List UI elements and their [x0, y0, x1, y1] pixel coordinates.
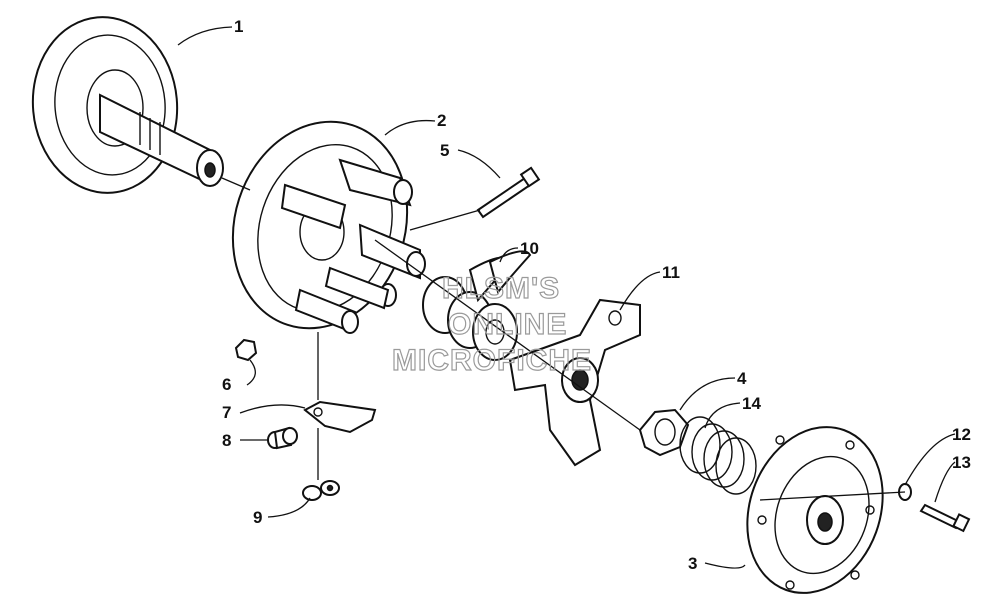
callout-2: 2: [437, 111, 446, 130]
callout-1: 1: [234, 17, 243, 36]
part-3-cover: [746, 426, 884, 594]
watermark: HLSM'S ONLINE MICROFICHE: [391, 271, 592, 377]
callout-5: 5: [440, 141, 449, 160]
callout-7: 7: [222, 403, 231, 422]
callout-12: 12: [952, 425, 971, 444]
part-4-nut: [638, 408, 690, 457]
callout-labels: 1 2 3 4 5 6 7 8 9 10 11 12 13 14: [222, 17, 971, 573]
leader-lines: [177, 26, 956, 569]
part-2-housing: [231, 120, 426, 334]
part-7-arm: [303, 400, 377, 434]
callout-10: 10: [520, 239, 539, 258]
callout-9: 9: [253, 508, 262, 527]
callout-13: 13: [952, 453, 971, 472]
part-9-washers: [302, 480, 340, 501]
watermark-line-2: ONLINE: [448, 308, 567, 341]
callout-6: 6: [222, 375, 231, 394]
part-5-bolt: [476, 166, 541, 219]
callout-14: 14: [742, 394, 761, 413]
callout-3: 3: [688, 554, 697, 573]
callout-4: 4: [737, 369, 747, 388]
watermark-line-1: HLSM'S: [442, 272, 560, 305]
watermark-line-3: MICROFICHE: [392, 344, 592, 377]
part-14-spring: [679, 416, 757, 495]
part-1-sheave: [31, 16, 224, 194]
part-13-screw: [919, 503, 971, 533]
part-8-bushing: [267, 426, 298, 450]
part-11-spider: [508, 298, 641, 467]
part-6-nut: [234, 338, 258, 362]
assembly-lines: [221, 177, 906, 501]
callout-11: 11: [662, 263, 680, 282]
callout-8: 8: [222, 431, 231, 450]
